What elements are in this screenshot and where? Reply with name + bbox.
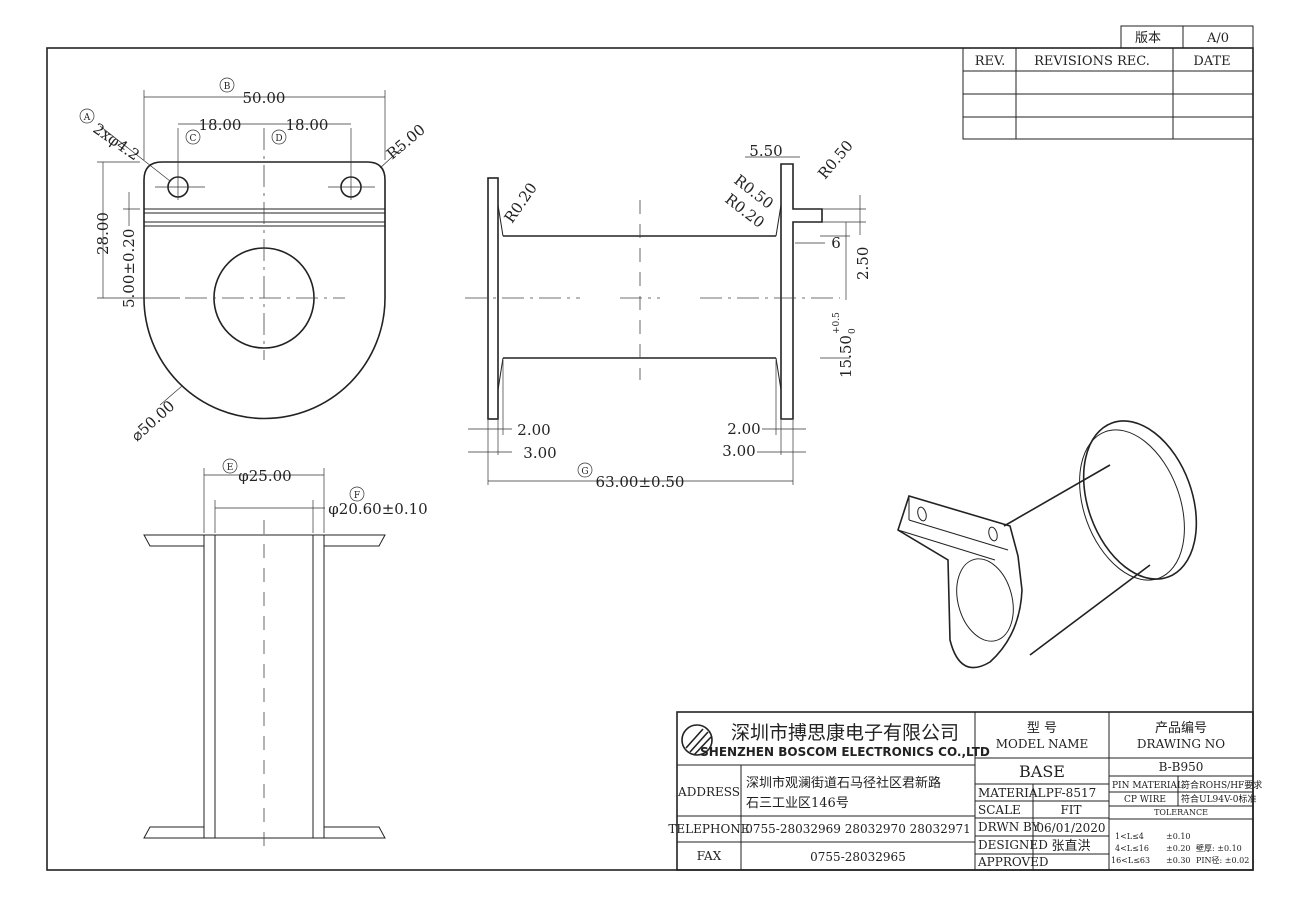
flange-right-1: 2.00 [727, 420, 760, 438]
scale-value: FIT [1060, 803, 1081, 817]
scale-label: SCALE [978, 803, 1021, 817]
tolerance-value-2: ±0.20 [1166, 844, 1191, 853]
length-label: G [581, 467, 588, 477]
dim-d-value: 18.00 [286, 116, 329, 134]
tube-tol-bottom: 0 [848, 328, 858, 334]
dim-a-label: A [83, 113, 91, 123]
designed-value: 张直洪 [1051, 839, 1090, 854]
designed-label: DESIGNED [978, 838, 1048, 852]
drawing-no-cn: 产品编号 [1155, 721, 1207, 736]
drawing-no-en: DRAWING NO [1137, 737, 1225, 751]
title-block: 深圳市搏思康电子有限公司 SHENZHEN BOSCOM ELECTRONICS… [668, 711, 1262, 871]
gap-dim: 2.50 [854, 247, 872, 280]
tolerance-range-1: 1<L≤4 [1115, 832, 1144, 841]
top-view: B 50.00 C 18.00 D 18.00 A 2xφ4.2 R5.00 2… [79, 77, 429, 445]
cp-wire-value: 符合UL94V-0标准 [1181, 793, 1256, 805]
tolerance-range-2: 4<L≤16 [1115, 844, 1149, 853]
dim-b-value: 50.00 [243, 89, 286, 107]
rev-header: REV. [975, 54, 1006, 69]
fax-label: FAX [697, 849, 722, 863]
revision-table: REV. REVISIONS REC. DATE [962, 47, 1254, 140]
slot-dim: 5.00±0.20 [120, 229, 138, 308]
telephone-value: 0755-28032969 28032970 28032971 [745, 822, 970, 836]
drawn-by-value: 06/01/2020 [1036, 821, 1105, 835]
wall-tolerance: 壁厚: ±0.10 [1196, 843, 1242, 853]
section-outer-diameter: φ25.00 [238, 467, 291, 485]
isometric-view [897, 420, 1198, 669]
right-flange [780, 163, 823, 420]
flange-right-2: 3.00 [722, 442, 755, 460]
section-inner-diameter: φ20.60±0.10 [328, 500, 427, 518]
tube-dim: 15.50 [837, 335, 855, 378]
company-name-cn: 深圳市搏思康电子有限公司 [731, 722, 959, 744]
tube-tol-top: +0.5 [832, 312, 842, 334]
flange-left-2: 3.00 [523, 444, 556, 462]
pin-material-label: PIN MATERIAL: [1112, 781, 1186, 791]
radius-left: R0.20 [501, 179, 541, 226]
telephone-label: TELEPHONE [668, 822, 749, 836]
revisions-rec-header: REVISIONS REC. [1034, 54, 1150, 69]
tab-thickness: 5.50 [749, 142, 782, 160]
tolerance-range-3: 16<L≤63 [1111, 856, 1150, 865]
address-line-1: 深圳市观澜街道石马径社区君新路 [746, 775, 941, 791]
version-value: A/0 [1206, 31, 1229, 46]
drawn-by-label: DRWN BY [978, 820, 1041, 834]
section-view: E φ25.00 F φ20.60±0.10 [143, 458, 428, 855]
company-name-en: SHENZHEN BOSCOM ELECTRONICS CO.,LTD [700, 745, 990, 759]
model-name-cn: 型 号 [1027, 721, 1057, 736]
outer-diameter-label: E [227, 463, 234, 473]
radius-top-2: R0.50 [814, 137, 857, 183]
flange-left-1: 2.00 [517, 421, 550, 439]
version-box: 版本 A/0 [1120, 25, 1254, 49]
material-value: PF-8517 [1046, 786, 1096, 800]
tolerance-label: TOLERANCE [1154, 808, 1208, 817]
model-name-en: MODEL NAME [996, 737, 1089, 751]
inner-diameter-label: F [354, 491, 360, 501]
drawing-no-value: B-B950 [1159, 760, 1204, 774]
tolerance-value-1: ±0.10 [1166, 832, 1191, 841]
corner-radius: R5.00 [383, 121, 429, 164]
pin-tolerance: PIN径: ±0.02 [1196, 855, 1249, 865]
material-label: MATERIAL [978, 786, 1046, 800]
address-label: ADDRESS [677, 785, 740, 799]
dim-c-label: C [190, 134, 197, 144]
dim-b-label: B [224, 82, 231, 92]
pin-material-value: 符合ROHS/HF要求 [1181, 779, 1262, 791]
address-line-2: 石三工业区146号 [746, 796, 849, 811]
left-flange [487, 177, 499, 420]
version-label: 版本 [1135, 31, 1161, 46]
base-outline [143, 161, 386, 420]
dim-d-label: D [275, 134, 282, 144]
approved-label: APPROVED [977, 855, 1049, 869]
side-view: R0.20 R0.50 R0.50 R0.20 5.50 6 2.50 15.5… [465, 137, 872, 491]
overall-length: 63.00±0.50 [596, 473, 685, 491]
cp-wire-label: CP WIRE [1124, 795, 1166, 805]
company-logo [681, 724, 713, 756]
tab-height: 6 [831, 234, 841, 252]
hole-dim: 2xφ4.2 [90, 120, 143, 165]
tolerance-value-3: ±0.30 [1166, 856, 1191, 865]
dim-c-value: 18.00 [199, 116, 242, 134]
outer-diameter: ⌀50.00 [128, 397, 179, 445]
date-header: DATE [1193, 54, 1230, 69]
drawing-border [46, 47, 1254, 871]
model-name-value: BASE [1019, 762, 1065, 781]
fax-value: 0755-28032965 [810, 850, 906, 864]
height-dim: 28.00 [94, 212, 112, 255]
